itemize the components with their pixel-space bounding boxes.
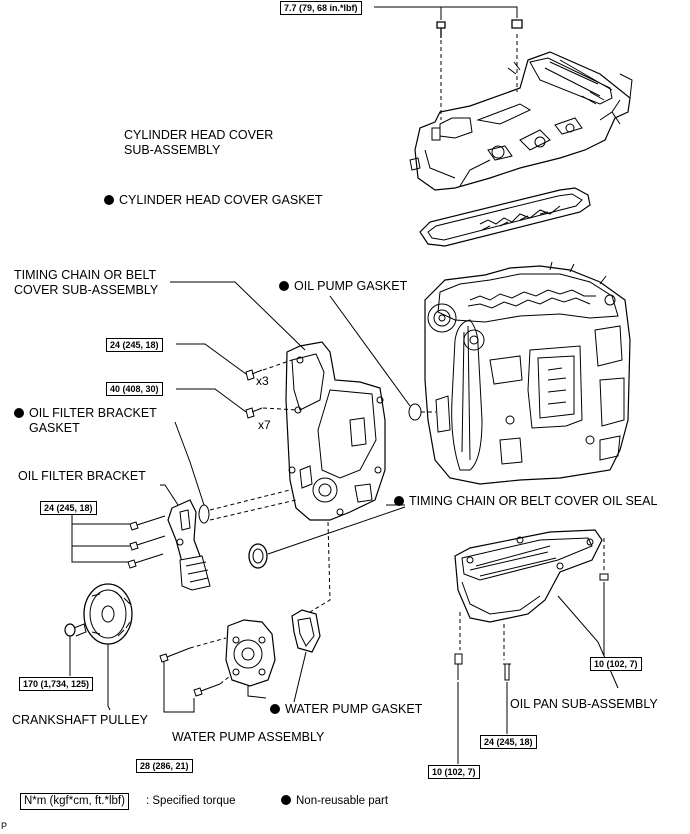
label-timing-chain-cover: TIMING CHAIN OR BELT COVER SUB-ASSEMBLY [14, 268, 159, 297]
torque-head-cover: 7.7 (79, 68 in.*lbf) [280, 1, 362, 15]
non-reusable-legend-icon [281, 795, 291, 805]
torque-water-pump: 28 (286, 21) [136, 759, 193, 773]
crankshaft-pulley-part [83, 583, 133, 645]
label-crankshaft-pulley: CRANKSHAFT PULLEY [12, 713, 148, 727]
label-water-pump-gasket: WATER PUMP GASKET [270, 702, 422, 717]
torque-oil-pan-bolt: 24 (245, 18) [480, 735, 537, 749]
count-x3: x3 [256, 374, 269, 388]
label-oil-filter-bracket-gasket: OIL FILTER BRACKET GASKET [14, 406, 157, 436]
chain-cover-bolts [245, 369, 263, 419]
label-cylinder-head-cover: CYLINDER HEAD COVER SUB-ASSEMBLY [124, 128, 274, 157]
legend-non-reusable: Non-reusable part [281, 794, 388, 809]
legend-unit-box: N*m (kgf*cm, ft.*lbf) [20, 793, 129, 810]
timing-chain-cover-part [285, 341, 386, 521]
oil-filter-bracket-part [167, 499, 211, 591]
oil-pump-gasket-part [408, 403, 422, 421]
non-reusable-bullet-icon [14, 408, 24, 418]
label-timing-chain-oil-seal: TIMING CHAIN OR BELT COVER OIL SEAL [394, 494, 657, 509]
legend-unit-text: : Specified torque [146, 795, 236, 807]
torque-oil-pan-plug: 10 (102, 7) [590, 657, 642, 671]
oil-pan-bolts [454, 573, 609, 681]
label-oil-filter-bracket: OIL FILTER BRACKET [18, 469, 146, 483]
torque-crankshaft-pulley: 170 (1,734, 125) [19, 677, 94, 691]
torque-oil-pan-nut: 10 (102, 7) [428, 765, 480, 779]
non-reusable-bullet-icon [270, 704, 280, 714]
cylinder-head-cover-part [409, 51, 633, 191]
footer-code: P [1, 821, 8, 831]
crankshaft-pulley-bolt [64, 623, 87, 637]
head-cover-bolts [436, 19, 523, 38]
torque-chain-cover-a: 24 (245, 18) [106, 338, 163, 352]
cylinder-head-cover-gasket-part [419, 187, 591, 247]
water-pump-part [225, 619, 276, 687]
oil-filter-bracket-gasket-part [198, 504, 210, 524]
non-reusable-bullet-icon [279, 281, 289, 291]
non-reusable-bullet-icon [394, 496, 404, 506]
count-x7: x7 [258, 418, 271, 432]
label-oil-pump-gasket: OIL PUMP GASKET [279, 279, 407, 294]
engine-block-part [424, 261, 631, 485]
label-cylinder-head-cover-gasket: CYLINDER HEAD COVER GASKET [104, 193, 323, 208]
water-pump-bolts [159, 647, 221, 697]
timing-chain-oil-seal-part [248, 543, 268, 569]
torque-chain-cover-b: 40 (408, 30) [106, 382, 163, 396]
non-reusable-bullet-icon [104, 195, 114, 205]
oil-filter-bracket-bolts [127, 515, 166, 569]
label-water-pump-assembly: WATER PUMP ASSEMBLY [172, 730, 325, 744]
oil-pan-part [454, 529, 603, 623]
label-oil-pan: OIL PAN SUB-ASSEMBLY [510, 697, 658, 711]
torque-oil-filter-bracket: 24 (245, 18) [40, 501, 97, 515]
water-pump-gasket-part [291, 609, 321, 653]
